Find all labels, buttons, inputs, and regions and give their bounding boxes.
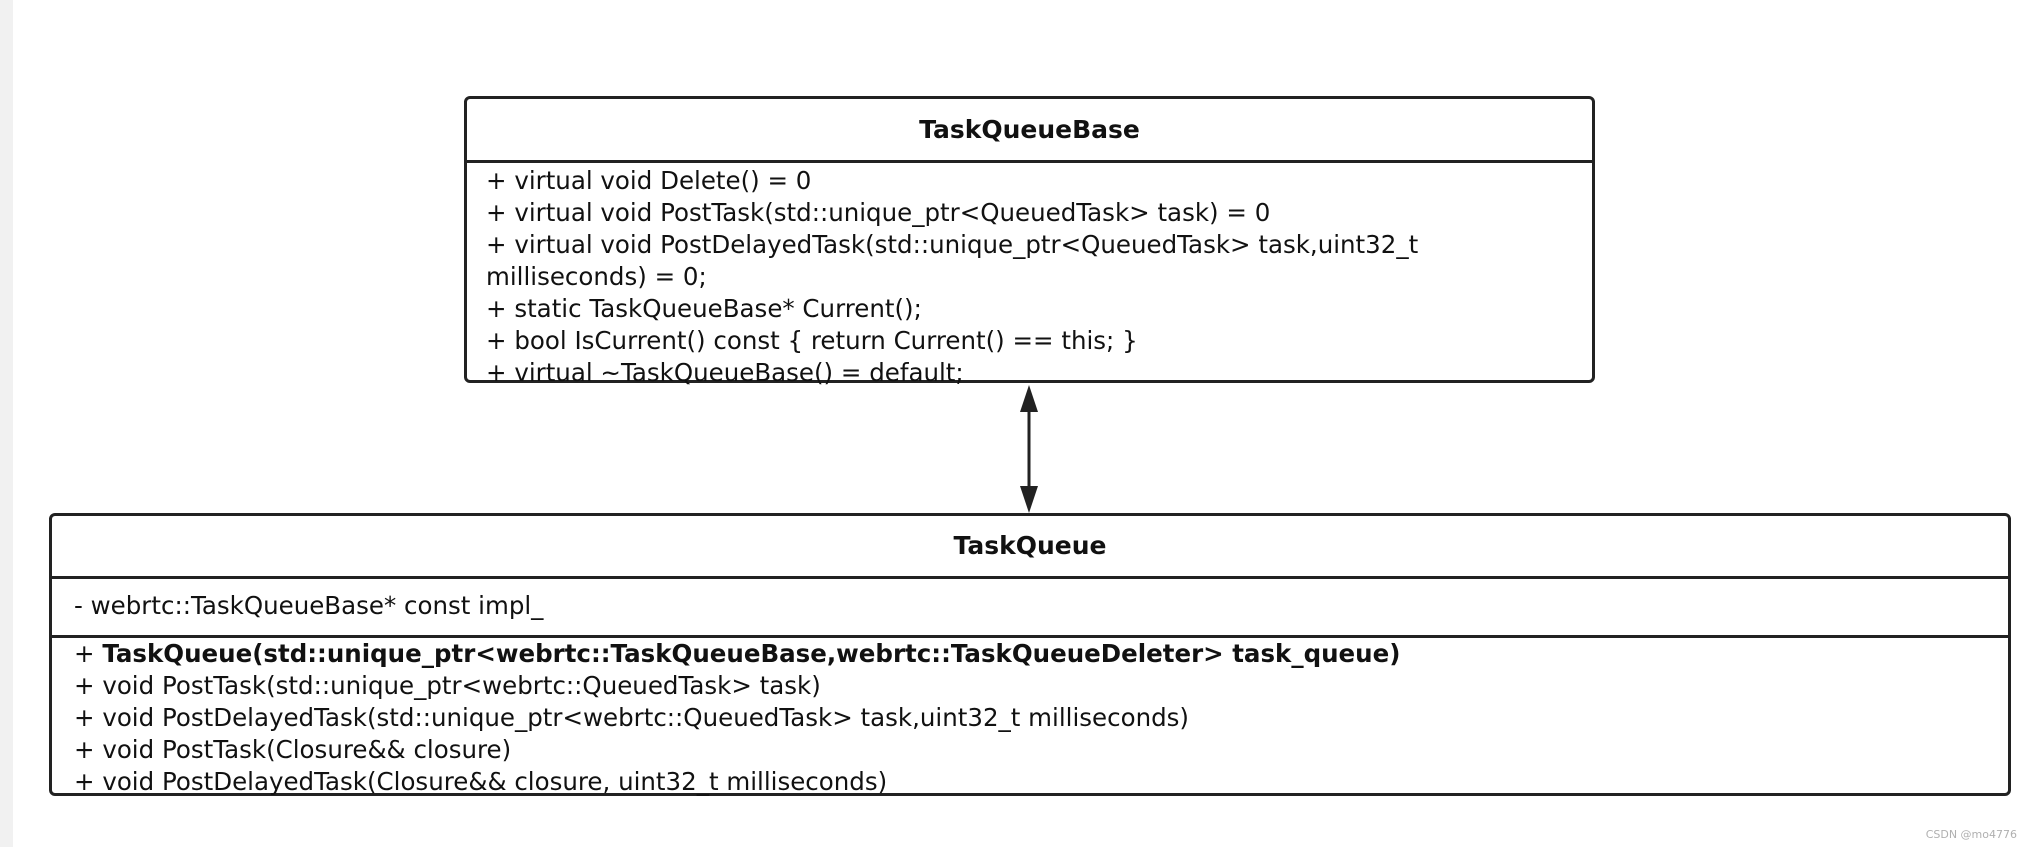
class-box-taskqueuebase[interactable]: TaskQueueBase + virtual void Delete() = … [464, 96, 1595, 387]
arrowhead-down [1020, 486, 1038, 513]
member-destructor: + virtual ~TaskQueueBase() = default; [486, 358, 964, 387]
member-current: + static TaskQueueBase* Current(); [486, 294, 922, 323]
class-box-taskqueue[interactable]: TaskQueue - webrtc::TaskQueueBase* const… [49, 513, 2011, 796]
class-name: TaskQueue [52, 516, 2008, 579]
operation-postdelayedtask-closure: + void PostDelayedTask(Closure&& closure… [74, 767, 888, 796]
operation-constructor: + TaskQueue(std::unique_ptr<webrtc::Task… [74, 638, 1986, 670]
class-name: TaskQueueBase [467, 99, 1592, 163]
operation-postdelayedtask: + void PostDelayedTask(std::unique_ptr<w… [74, 703, 1189, 732]
arrowhead-up [1020, 385, 1038, 412]
left-margin-strip [0, 0, 13, 847]
member-iscurrent: + bool IsCurrent() const { return Curren… [486, 326, 1138, 355]
operation-posttask: + void PostTask(std::unique_ptr<webrtc::… [74, 671, 821, 700]
watermark: CSDN @mo4776 [1925, 828, 2017, 841]
class-operations: + TaskQueue(std::unique_ptr<webrtc::Task… [52, 638, 2008, 798]
member-delete: + virtual void Delete() = 0 [486, 166, 812, 195]
member-posttask: + virtual void PostTask(std::unique_ptr<… [486, 198, 1271, 227]
constructor-signature: TaskQueue(std::unique_ptr<webrtc::TaskQu… [102, 639, 1401, 668]
operation-posttask-closure: + void PostTask(Closure&& closure) [74, 735, 512, 764]
class-attributes: - webrtc::TaskQueueBase* const impl_ [52, 579, 2008, 638]
class-members: + virtual void Delete() = 0 + virtual vo… [467, 163, 1592, 389]
visibility-marker: + [74, 639, 103, 668]
member-postdelayedtask: + virtual void PostDelayedTask(std::uniq… [486, 230, 1419, 291]
attribute-impl: - webrtc::TaskQueueBase* const impl_ [74, 591, 544, 620]
